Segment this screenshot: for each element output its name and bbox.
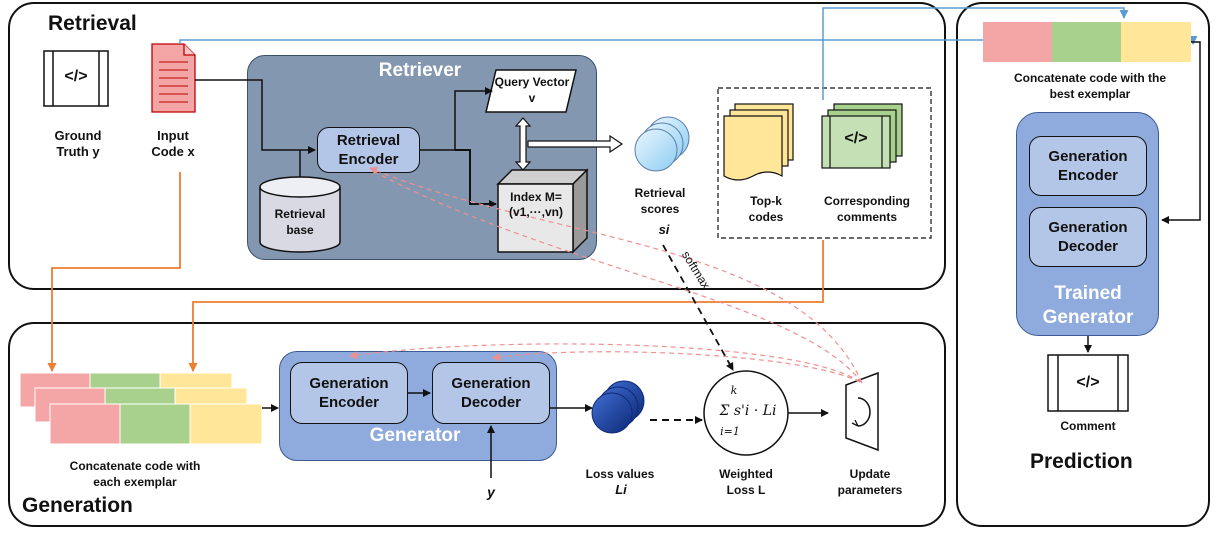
comment-code-glyph: </> xyxy=(1076,374,1100,391)
index-label: Index M= (v1,···,vn) xyxy=(509,190,563,219)
prediction-panel xyxy=(956,2,1210,527)
generation-concat-caption: Concatenate code with each exemplar xyxy=(69,459,201,489)
topk-code-docs xyxy=(723,103,794,181)
generation-panel xyxy=(8,322,946,527)
generator-title: Generator xyxy=(369,425,461,446)
input-code-document-icon xyxy=(151,43,196,113)
retriever-title: Retriever xyxy=(378,60,462,81)
prediction-concat-caption: Concatenate code with the best exemplar xyxy=(1013,71,1167,101)
bidirectional-arrow xyxy=(514,117,532,171)
retrieval-panel xyxy=(8,2,946,290)
prediction-decoder-box: Generation Decoder xyxy=(1029,207,1147,267)
generation-y-label: y xyxy=(487,484,495,500)
ground-truth-code-glyph: </> xyxy=(64,68,88,85)
scores-symbol: si xyxy=(658,222,670,237)
comment-code-icon xyxy=(1047,354,1129,412)
weighted-loss-label: Weighted Loss L xyxy=(719,467,773,497)
comment-stack-code-glyph: </> xyxy=(844,130,868,147)
ground-truth-code-icon xyxy=(43,50,109,107)
exemplar-container xyxy=(717,87,932,239)
generation-encoder-box: Generation Encoder xyxy=(290,362,408,424)
retrieval-encoder-box: Retrieval Encoder xyxy=(317,127,420,173)
ground-truth-label: Ground Truth y xyxy=(54,128,102,159)
weighted-loss-formula: Σ s'i · Li xyxy=(719,403,777,419)
retrieval-base-cylinder xyxy=(259,176,341,253)
generation-decoder-box: Generation Decoder xyxy=(432,362,550,424)
update-parameters-icon xyxy=(845,371,879,452)
loss-spheres xyxy=(591,380,645,434)
query-vector-label: Query Vector v xyxy=(494,75,570,105)
comment-label: Comment xyxy=(1060,419,1116,433)
loss-values-label: Loss values xyxy=(585,467,655,481)
update-parameters-label: Update parameters xyxy=(837,467,903,497)
trained-generator-title: Trained Generator xyxy=(1042,283,1134,328)
formula-sup: k xyxy=(730,384,738,397)
retrieval-base-label: Retrieval base xyxy=(274,207,326,237)
generation-title: Generation xyxy=(22,494,133,517)
comment-stack xyxy=(821,103,903,169)
corresponding-comments-label: Corresponding comments xyxy=(824,194,910,224)
retrieval-score-spheres xyxy=(634,116,690,172)
index-cube xyxy=(496,168,589,254)
retrieval-title: Retrieval xyxy=(48,12,137,35)
generation-concat-stack xyxy=(19,372,263,445)
query-vector-box xyxy=(485,69,577,113)
loss-symbol: Li xyxy=(615,482,627,497)
prediction-title: Prediction xyxy=(1030,450,1133,473)
input-code-label: Input Code x xyxy=(151,128,195,159)
formula-sub: i=1 xyxy=(720,425,740,438)
prediction-encoder-box: Generation Encoder xyxy=(1029,136,1147,196)
prediction-concat-bar xyxy=(983,22,1191,62)
topk-codes-label: Top-k codes xyxy=(748,194,784,224)
score-output-arrow xyxy=(527,134,624,154)
retrieval-scores-label: Retrieval scores xyxy=(634,186,686,216)
